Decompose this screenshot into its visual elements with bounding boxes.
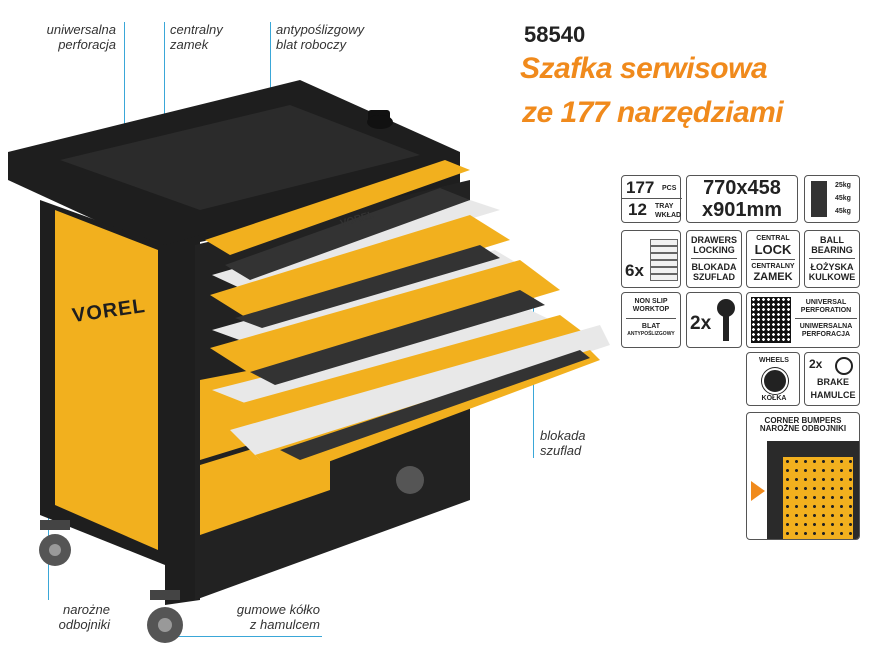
- spec-brakes: 2x BRAKE HAMULCE: [804, 352, 860, 406]
- spec-drawer-weights: 25kg 45kg 45kg: [804, 175, 860, 223]
- key-icon: [717, 299, 735, 317]
- wheel-icon: [762, 368, 788, 394]
- spec-corner-bumpers: CORNER BUMPERS NAROŻNE ODBOJNIKI: [746, 412, 860, 540]
- brake-icon: [835, 357, 853, 375]
- product-title-line1: Szafka serwisowa: [520, 52, 768, 85]
- callout-perforation: uniwersalna perforacja: [46, 22, 116, 52]
- callout-bumpers: narożne odbojniki: [58, 602, 110, 632]
- spec-drawers-locking: DRAWERS LOCKING BLOKADA SZUFLAD: [686, 230, 742, 288]
- callout-line-wheel: [172, 636, 322, 637]
- drawers-icon: [650, 239, 678, 281]
- callout-line-worktop: [270, 22, 271, 130]
- spec-pcs-tray: 177 PCS 12 TRAY WKŁAD: [621, 175, 682, 223]
- tool-cabinet-illustration: [8, 80, 610, 643]
- spec-central-lock: CENTRAL LOCK CENTRALNY ZAMEK: [746, 230, 800, 288]
- callout-central-lock: centralny zamek: [170, 22, 223, 52]
- arrow-icon: [751, 481, 765, 501]
- callout-wheel: gumowe kółko z hamulcem: [236, 602, 320, 632]
- spec-dimensions: 770x458 x901mm: [686, 175, 798, 223]
- spec-keys: 2x: [686, 292, 742, 348]
- spec-universal-perforation: UNIVERSAL PERFORATION UNIWERSALNA PERFOR…: [746, 292, 860, 348]
- callout-worktop: antypoślizgowy blat roboczy: [276, 22, 365, 52]
- spec-ball-bearing: BALL BEARING ŁOŻYSKA KULKOWE: [804, 230, 860, 288]
- perforation-icon: [751, 297, 791, 343]
- spec-non-slip-worktop: NON SLIP WORKTOP BLAT ANTYPOŚLIZGOWY: [621, 292, 681, 348]
- spec-drawer-count: 6x: [621, 230, 681, 288]
- product-title-line2: ze 177 narzędziami: [522, 96, 784, 129]
- spec-wheels: WHEELS KÓŁKA: [746, 352, 800, 406]
- callout-drawer-lock: blokada szuflad: [540, 428, 586, 458]
- cabinet-icon: [811, 181, 827, 217]
- product-code: 58540: [524, 22, 586, 47]
